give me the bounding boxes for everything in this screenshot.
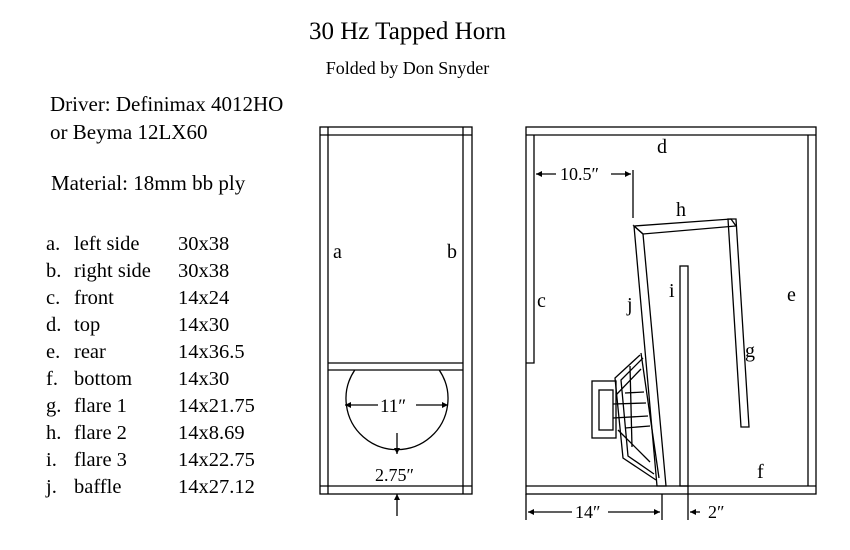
part-dim: 14x30 (178, 368, 230, 390)
part-dim: 30x38 (178, 233, 230, 255)
part-row: i. flare 3 14x22.75 (46, 447, 255, 474)
part-key: a. (46, 233, 61, 255)
baffle-panel (633, 224, 667, 487)
part-key: c. (46, 287, 61, 309)
label-j: j (626, 294, 633, 316)
part-key: g. (46, 395, 62, 417)
part-row: j. baffle 14x27.12 (46, 474, 255, 501)
bottom-dim-label: 14″ (575, 502, 601, 522)
part-name: rear (74, 341, 106, 363)
part-key: d. (46, 314, 62, 336)
part-key: e. (46, 341, 61, 363)
part-dim: 14x22.75 (178, 449, 255, 471)
part-dim: 14x36.5 (178, 341, 245, 363)
cutout-dim-label: 11″ (380, 396, 406, 417)
part-name: front (74, 287, 114, 309)
front-view (319, 126, 473, 516)
label-c: c (537, 290, 546, 312)
label-b: b (447, 241, 457, 263)
part-name: flare 2 (74, 422, 127, 444)
label-g: g (745, 340, 755, 362)
part-row: e. rear 14x36.5 (46, 339, 255, 366)
part-dim: 14x8.69 (178, 422, 245, 444)
parts-list: a. left side 30x38 b. right side 30x38 c. front… (46, 231, 255, 501)
part-name: flare 1 (74, 395, 127, 417)
material-text: Material: 18mm bb ply (51, 171, 246, 195)
part-row: f. bottom 14x30 (46, 366, 255, 393)
part-row: a. left side 30x38 (46, 231, 255, 258)
driver-icon (591, 352, 660, 481)
gap-dim-label: 2″ (708, 502, 725, 522)
label-e: e (787, 284, 796, 306)
part-key: h. (46, 422, 62, 444)
label-d: d (657, 136, 667, 158)
offset-dim-label: 2.75″ (375, 465, 414, 485)
label-i: i (669, 280, 675, 302)
part-row: h. flare 2 14x8.69 (46, 420, 255, 447)
label-h: h (676, 199, 686, 221)
label-f: f (757, 461, 764, 483)
side-view-outline (525, 126, 817, 495)
part-key: j. (46, 476, 57, 498)
part-name: bottom (74, 368, 133, 390)
part-key: b. (46, 260, 62, 282)
flare-3-panel (679, 265, 689, 487)
part-row: c. front 14x24 (46, 285, 255, 312)
front-panel (526, 135, 535, 364)
part-row: b. right side 30x38 (46, 258, 255, 285)
driver-line-2: or Beyma 12LX60 (50, 120, 208, 144)
label-a: a (333, 241, 342, 263)
driver-line-1: Driver: Definimax 4012HO (50, 92, 284, 116)
part-name: flare 3 (74, 449, 127, 471)
part-row: d. top 14x30 (46, 312, 255, 339)
flare-2-panel (632, 218, 738, 235)
part-name: right side (74, 260, 151, 282)
page-subtitle: Folded by Don Snyder (325, 58, 490, 78)
part-dim: 14x21.75 (178, 395, 255, 417)
part-key: f. (46, 368, 58, 390)
part-dim: 14x30 (178, 314, 230, 336)
part-name: left side (74, 233, 140, 255)
front-view-outline (319, 126, 473, 495)
part-name: baffle (74, 476, 122, 498)
side-view (525, 126, 817, 520)
part-dim: 14x24 (178, 287, 230, 309)
part-row: g. flare 1 14x21.75 (46, 393, 255, 420)
part-dim: 30x38 (178, 260, 230, 282)
flare-1-panel (727, 218, 750, 428)
part-dim: 14x27.12 (178, 476, 255, 498)
part-name: top (74, 314, 101, 336)
part-key: i. (46, 449, 57, 471)
top-dim-label: 10.5″ (560, 164, 599, 184)
page-title: 30 Hz Tapped Horn (308, 18, 507, 45)
